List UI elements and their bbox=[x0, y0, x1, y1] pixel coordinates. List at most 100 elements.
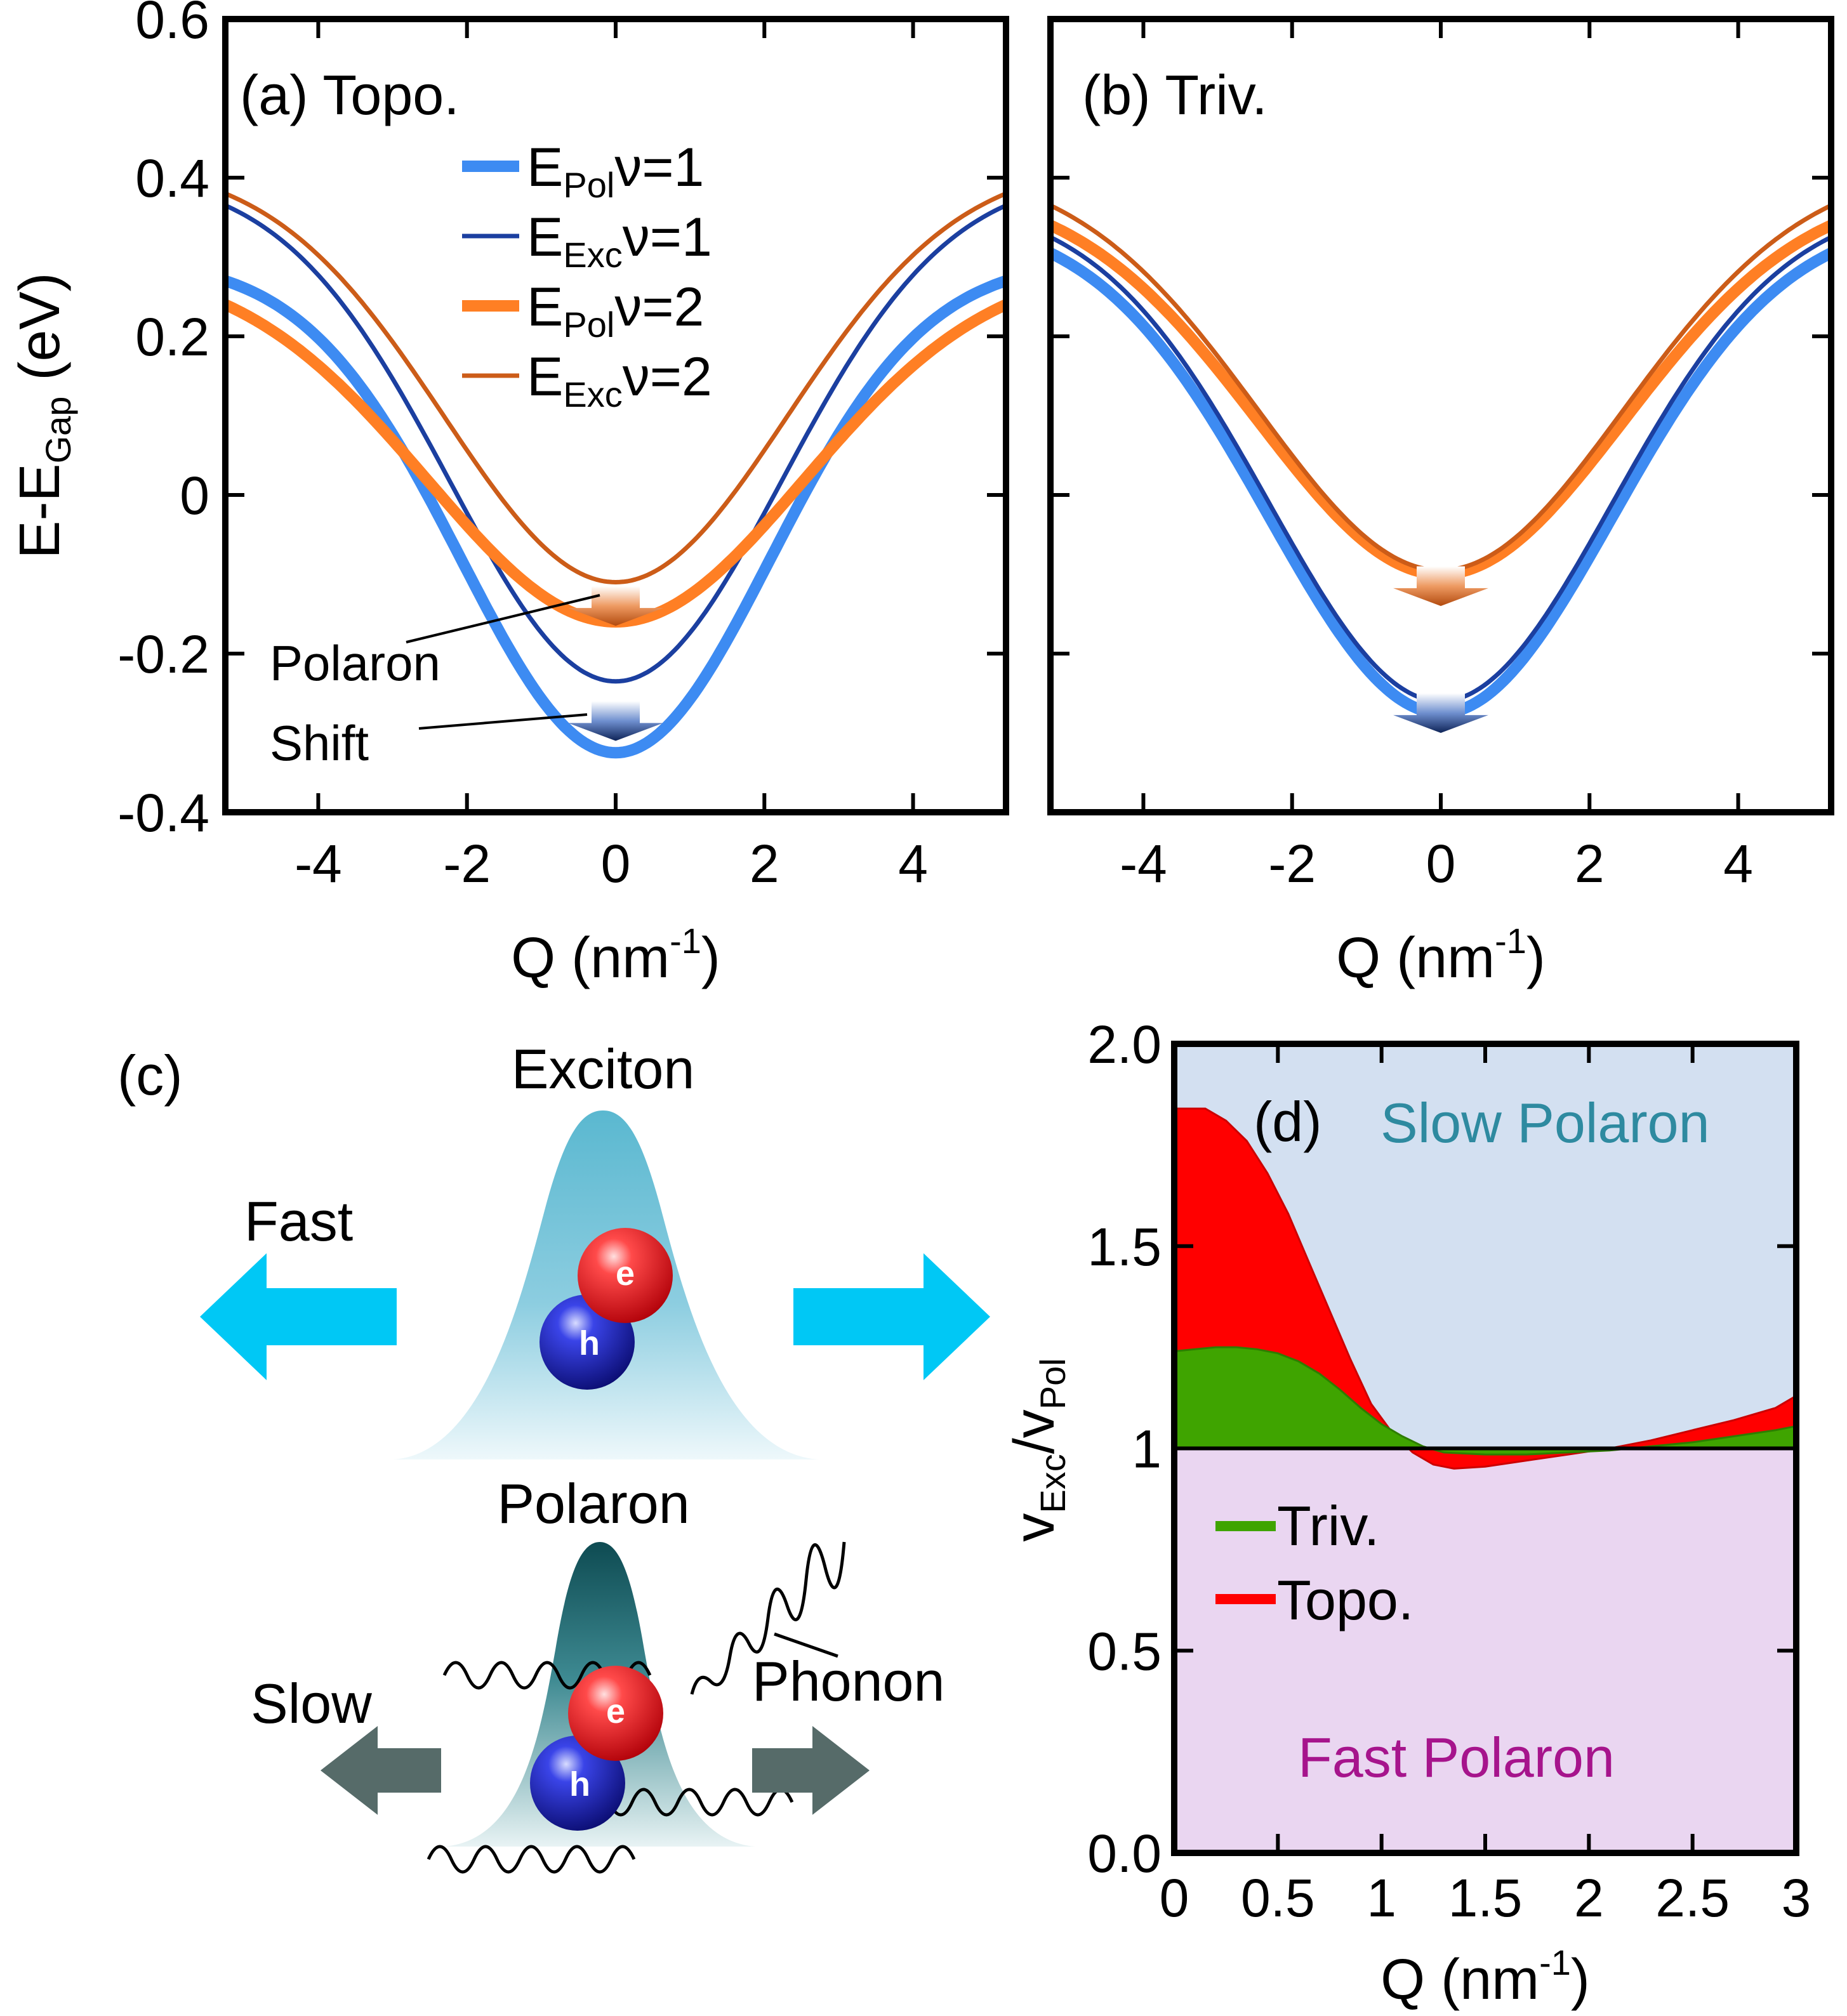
y-tick-label: 0.4 bbox=[135, 148, 209, 208]
x-tick-label: 3 bbox=[1782, 1868, 1811, 1928]
panel-d-label: (d) bbox=[1254, 1090, 1322, 1153]
shift-arrow bbox=[1393, 693, 1488, 733]
legend-entry-exc-nu1: EExcν=1 bbox=[527, 207, 712, 275]
panel-a-xlabel: Q (nm-1) bbox=[511, 921, 720, 990]
x-tick-label: -2 bbox=[443, 834, 491, 893]
x-tick-label: 2 bbox=[750, 834, 779, 893]
polaron-electron bbox=[568, 1666, 663, 1761]
x-tick-label: 2 bbox=[1575, 834, 1605, 893]
x-tick-label: 0.5 bbox=[1241, 1868, 1315, 1928]
panel-a-legend: EPolν=1 EExcν=1 EPolν=2 EExcν=2 bbox=[462, 137, 712, 414]
panel-b-xlabel: Q (nm-1) bbox=[1336, 921, 1546, 990]
annotation-pointer-shift bbox=[418, 713, 588, 730]
panel-b-triv-dispersion: -4 -2 0 2 4 (b) Triv. Q (nm-1) bbox=[1047, 16, 1834, 990]
legend-entry-pol-nu1: EPolν=1 bbox=[527, 137, 704, 205]
panel-d-background bbox=[1174, 1044, 1796, 1853]
panel-a-label: (a) Topo. bbox=[240, 63, 460, 126]
phonon-label: Phonon bbox=[752, 1650, 944, 1713]
polaron-hole-symbol: h bbox=[569, 1765, 590, 1803]
panel-d-axis-ticks: 0 0.5 1 1.5 2 2.5 3 0.0 0.5 1 1.5 2.0 bbox=[1087, 1015, 1811, 1928]
x-tick-label: 2 bbox=[1574, 1868, 1604, 1928]
area-topo bbox=[1173, 1107, 1797, 1470]
y-tick-label: 0.5 bbox=[1087, 1621, 1162, 1681]
panel-b-curves bbox=[1047, 203, 1834, 719]
slow-label: Slow bbox=[251, 1672, 372, 1735]
phonon-wave-2 bbox=[690, 1541, 846, 1695]
x-tick-label: 2.5 bbox=[1655, 1868, 1730, 1928]
curve-pol_nu2 bbox=[223, 299, 1009, 628]
shift-arrow bbox=[568, 701, 663, 741]
panel-b-label: (b) Triv. bbox=[1082, 63, 1268, 126]
panel-b-frame bbox=[1047, 16, 1834, 815]
panel-b-axis-ticks: -4 -2 0 2 4 bbox=[1050, 17, 1831, 893]
y-tick-label: 0 bbox=[180, 466, 209, 525]
annotation-shift: Shift bbox=[270, 715, 369, 771]
annotation-polaron: Polaron bbox=[270, 635, 440, 691]
y-tick-label: 1 bbox=[1132, 1420, 1162, 1479]
phonon-wave-4 bbox=[607, 1788, 794, 1817]
fast-label: Fast bbox=[244, 1190, 353, 1253]
polaron-electron-symbol: e bbox=[606, 1692, 625, 1730]
curve-exc_nu2 bbox=[224, 191, 1007, 584]
y-tick-label: 0.6 bbox=[135, 0, 209, 49]
panel-c-label: (c) bbox=[117, 1044, 183, 1107]
polaron-title: Polaron bbox=[497, 1472, 689, 1535]
curve-pol_nu1 bbox=[1047, 247, 1834, 719]
panel-a-ylabel: E-EGap (eV) bbox=[8, 273, 78, 559]
x-tick-label: -2 bbox=[1268, 834, 1316, 893]
y-tick-label: -0.2 bbox=[117, 624, 209, 684]
y-tick-label: 0.0 bbox=[1087, 1824, 1162, 1883]
x-tick-label: 0 bbox=[601, 834, 631, 893]
exciton-title: Exciton bbox=[512, 1038, 695, 1100]
exciton-electron bbox=[578, 1228, 673, 1323]
panel-b-shift-arrows bbox=[1393, 566, 1488, 733]
area-triv bbox=[1173, 1346, 1797, 1456]
curve-exc_nu1 bbox=[224, 203, 1007, 684]
exciton-hole-symbol: h bbox=[579, 1324, 600, 1362]
legend-entry-exc-nu2: EExcν=2 bbox=[527, 346, 712, 414]
fast-arrow-left bbox=[200, 1253, 397, 1380]
curve-exc_nu2 bbox=[1049, 203, 1832, 573]
x-tick-label: -4 bbox=[295, 834, 342, 893]
y-tick-label: 0.2 bbox=[135, 307, 209, 367]
x-tick-label: 4 bbox=[898, 834, 928, 893]
x-tick-label: 0 bbox=[1160, 1868, 1189, 1928]
panel-d-ylabel: vExc/vPol bbox=[1003, 1358, 1073, 1541]
exciton-electron-symbol: e bbox=[616, 1255, 635, 1293]
x-tick-label: 4 bbox=[1723, 834, 1753, 893]
panel-a-shift-arrows bbox=[568, 586, 663, 741]
region-label-slow: Slow Polaron bbox=[1380, 1091, 1710, 1154]
fast-region-bg bbox=[1174, 1448, 1796, 1853]
panel-d-legend: Triv. Topo. bbox=[1215, 1494, 1413, 1631]
shift-arrow bbox=[1393, 566, 1488, 606]
legend-entry-pol-nu2: EPolν=2 bbox=[527, 277, 704, 345]
panel-d-frame bbox=[1171, 1041, 1799, 1856]
panel-d-velocity-ratio: 0 0.5 1 1.5 2 2.5 3 0.0 0.5 1 1.5 2.0 (d) Slow Pola… bbox=[1003, 1015, 1811, 2012]
fast-arrow-right bbox=[793, 1253, 990, 1380]
curve-pol_nu2 bbox=[1048, 220, 1834, 580]
x-tick-label: 1 bbox=[1367, 1868, 1396, 1928]
phonon-wave-3 bbox=[427, 1845, 636, 1874]
y-tick-label: 2.0 bbox=[1087, 1015, 1162, 1074]
legend-entry-topo: Topo. bbox=[1277, 1569, 1413, 1631]
x-tick-label: -4 bbox=[1120, 834, 1167, 893]
x-tick-label: 1.5 bbox=[1448, 1868, 1523, 1928]
panel-a-topo-dispersion: -4 -2 0 2 4 -0.4 -0.2 0 0.2 0.4 0.6 (a) Topo. EPol… bbox=[8, 0, 1009, 990]
y-tick-label: -0.4 bbox=[117, 783, 209, 843]
legend-entry-triv: Triv. bbox=[1277, 1494, 1379, 1557]
panel-a-axis-ticks: -4 -2 0 2 4 -0.4 -0.2 0 0.2 0.4 0.6 bbox=[117, 0, 1006, 893]
panel-a-frame bbox=[222, 16, 1009, 815]
slow-arrow-right bbox=[752, 1726, 870, 1815]
panel-d-xlabel: Q (nm-1) bbox=[1380, 1942, 1590, 2012]
curve-pol_nu1 bbox=[223, 275, 1008, 759]
slow-arrow-left bbox=[321, 1726, 441, 1815]
x-tick-label: 0 bbox=[1426, 834, 1456, 893]
panel-d-areas bbox=[1173, 1107, 1797, 1470]
annotation-pointer-polaron bbox=[406, 594, 600, 643]
phonon-pointer bbox=[774, 1632, 838, 1658]
panel-c-schematic: (c) Exciton h e Fast Polaron h e Slow Ph… bbox=[117, 1038, 990, 1874]
y-tick-label: 1.5 bbox=[1087, 1217, 1162, 1277]
region-label-fast: Fast Polaron bbox=[1298, 1726, 1615, 1789]
polaron-hole bbox=[530, 1736, 625, 1831]
